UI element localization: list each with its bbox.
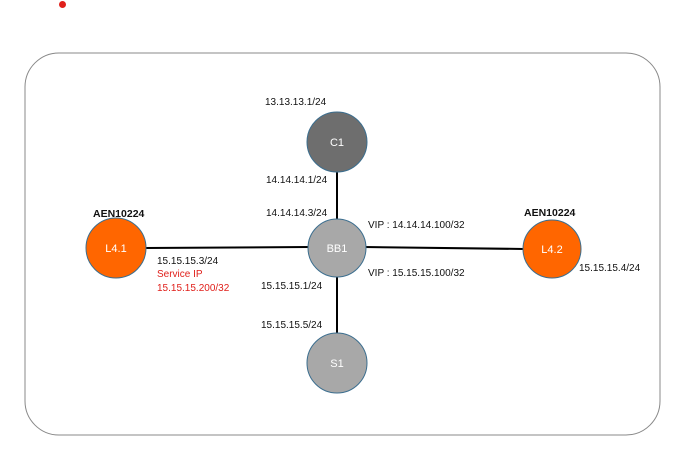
node-l42-label: L4.2 [541,244,562,256]
c1-bottom-ip-label: 14.14.14.1/24 [266,175,328,186]
node-bb1[interactable]: BB1 [307,218,367,278]
node-l41-label: L4.1 [105,243,126,255]
c1-top-ip-label: 13.13.13.1/24 [265,97,327,108]
l41-title-label: AEN10224 [93,208,145,220]
vip-lower-label: VIP : 15.15.15.100/32 [368,268,465,279]
node-c1[interactable]: C1 [306,111,368,173]
link-bb1-l42 [363,246,525,250]
node-s1[interactable]: S1 [306,332,368,394]
s1-top-ip-label: 15.15.15.5/24 [261,320,323,331]
l42-ip-label: 15.15.15.4/24 [579,263,641,274]
node-c1-label: C1 [330,137,344,149]
vip-upper-label: VIP : 14.14.14.100/32 [368,220,465,231]
service-ip-title: Service IP [157,269,203,280]
link-l41-bb1 [144,246,311,249]
node-bb1-label: BB1 [327,243,348,255]
bb1-bottom-ip-label: 15.15.15.1/24 [261,281,323,292]
node-l42[interactable]: L4.2 [522,219,582,279]
l41-ip-label: 15.15.15.3/24 [157,256,219,267]
node-s1-label: S1 [330,358,343,370]
l42-title-label: AEN10224 [524,207,576,219]
node-l41[interactable]: L4.1 [85,217,147,279]
bb1-top-ip-label: 14.14.14.3/24 [266,208,328,219]
service-ip-value: 15.15.15.200/32 [157,283,230,294]
diagram-frame [24,52,661,436]
red-dot-marker [59,1,66,8]
